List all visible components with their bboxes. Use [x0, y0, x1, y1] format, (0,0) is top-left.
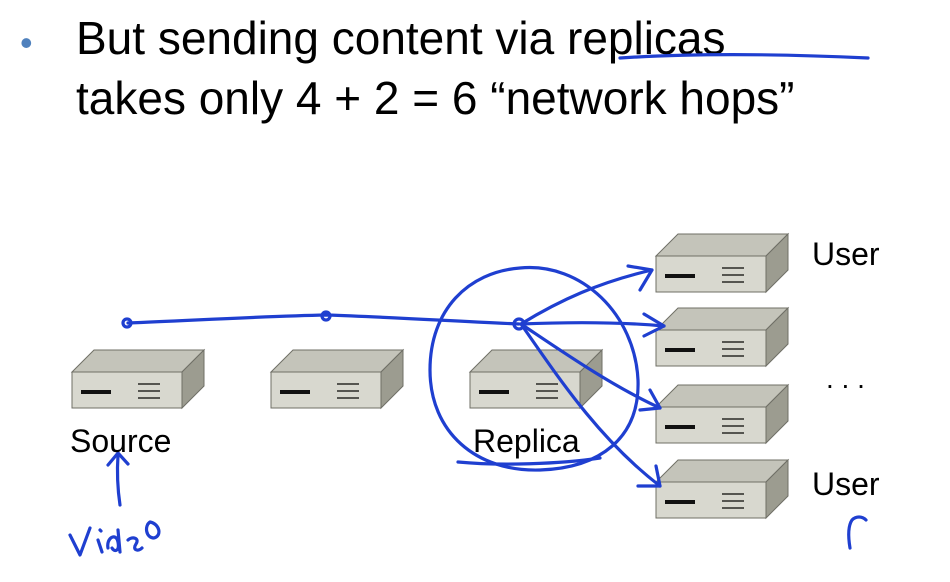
label-source: Source: [70, 423, 172, 459]
label-user-bottom: User: [812, 466, 880, 502]
ink-node-middle: [320, 310, 332, 322]
device-user-3: [655, 384, 789, 444]
label-user-top: User: [812, 236, 880, 272]
device-replica: [469, 349, 603, 409]
ink-route-line: [126, 313, 521, 326]
ink-underline-replica: [456, 456, 602, 466]
device-user-1: [655, 233, 789, 293]
device-user-2: [655, 307, 789, 367]
bullet-point: • But sending content via replicas takes…: [12, 8, 942, 148]
label-ellipsis: . . .: [826, 363, 865, 394]
bullet-text-line-2: takes only 4 + 2 = 6 “network hops”: [76, 72, 795, 124]
device-middle: [270, 349, 404, 409]
ink-arrow-up-source: [115, 453, 122, 507]
ink-arrow-user-1: [519, 268, 654, 326]
bullet-text-line-1: But sending content via replicas: [76, 12, 726, 64]
label-replica: Replica: [473, 423, 580, 459]
device-source: [71, 349, 205, 409]
ink-handwriting-video: [68, 520, 161, 557]
ink-circle-replica: [428, 265, 640, 472]
device-user-4: [655, 459, 789, 519]
ink-arrow-user-4: [519, 322, 662, 488]
ink-hook-user: [847, 515, 868, 550]
ink-arrow-user-3: [519, 322, 662, 410]
ink-underline-replicas: [618, 53, 870, 60]
ink-node-source: [121, 317, 133, 329]
ink-arrow-user-2: [519, 321, 666, 328]
bullet-dot-icon: •: [20, 22, 33, 63]
